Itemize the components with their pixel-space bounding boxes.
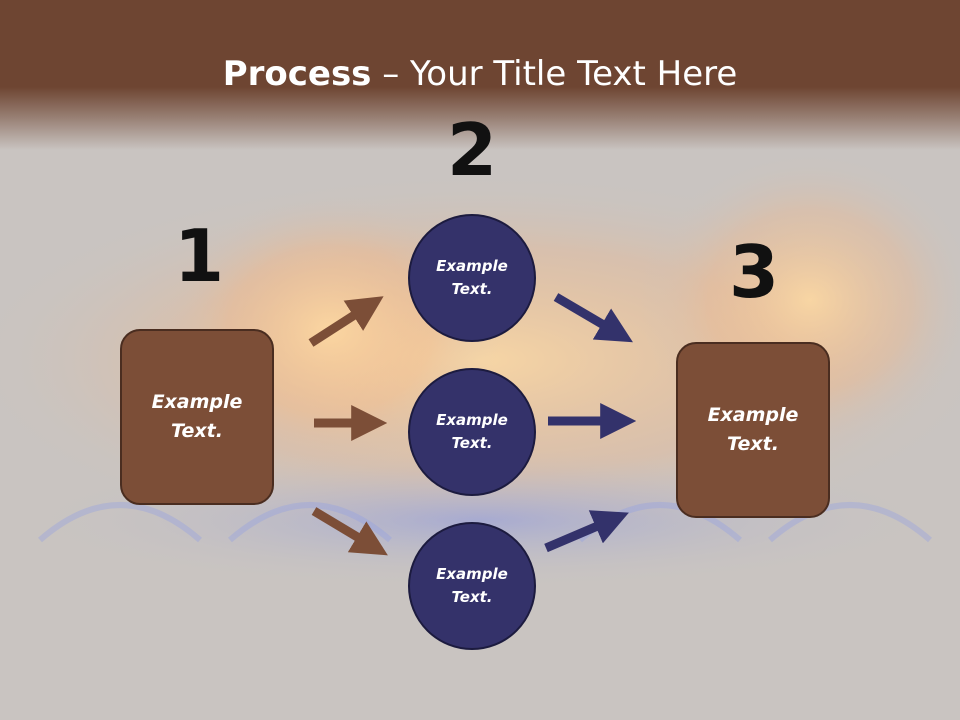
title-bar	[0, 0, 960, 150]
title-bold: Process	[222, 54, 372, 94]
arrow-top-to-right	[553, 293, 633, 343]
circle-bottom-line1: Example	[436, 565, 508, 583]
arrow-left-to-top	[308, 296, 384, 347]
right-box-line2: Text.	[727, 433, 779, 455]
circle-top-line1: Example	[436, 257, 508, 275]
arrow-bottom-to-right	[544, 510, 629, 553]
circle-top-line2: Text.	[451, 280, 493, 298]
step-number-3: 3	[728, 230, 780, 314]
circle-middle-line1: Example	[436, 411, 508, 429]
circle-middle-line2: Text.	[451, 434, 493, 452]
circle-bottom-line2: Text.	[451, 588, 493, 606]
left-box-line1: Example	[151, 391, 243, 413]
step-number-2: 2	[446, 108, 498, 192]
left-box-line2: Text.	[171, 420, 223, 442]
slide-title: Process – Your Title Text Here	[0, 52, 960, 96]
arrow-left-to-bottom	[311, 507, 388, 556]
right-box-line1: Example	[707, 404, 799, 426]
step-number-1: 1	[173, 214, 225, 298]
title-rest: – Your Title Text Here	[371, 54, 738, 94]
